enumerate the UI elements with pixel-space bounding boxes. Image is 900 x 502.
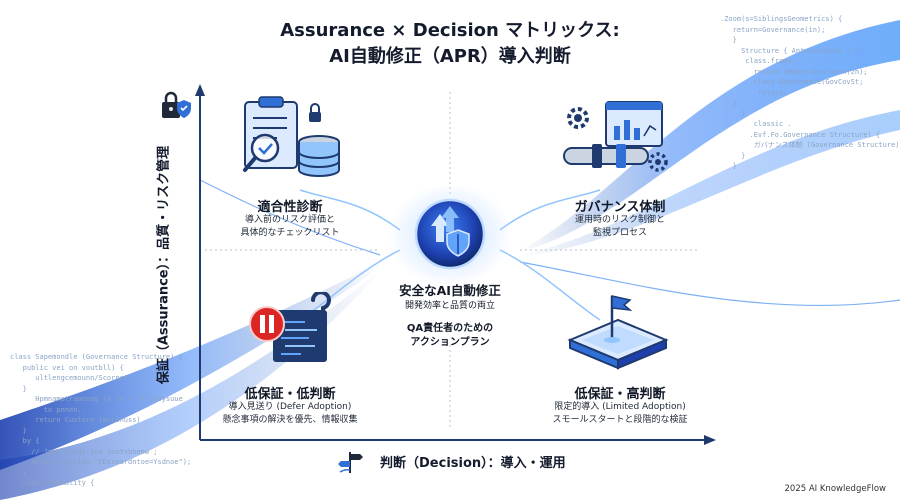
quadrant-bottom-right-line1: 限定的導入 (Limited Adoption) — [554, 402, 686, 412]
quadrant-top-left-line1: 導入前のリスク評価と — [244, 215, 335, 225]
quadrant-bottom-left-line1: 導入見送り (Defer Adoption) — [228, 402, 352, 412]
y-axis-label: 保証（Assurance）：品質・リスク管理 — [156, 145, 172, 385]
clipboard-magnifier-database-icon — [243, 96, 340, 177]
signpost-icon — [338, 452, 363, 473]
center-subtitle: 開発効率と品質の両立 — [404, 301, 495, 311]
quadrant-bottom-left-line2: 懸念事項の解決を優先、情報収集 — [222, 415, 358, 425]
title-line-1: Assurance × Decision マトリックス: — [280, 20, 620, 41]
background-code-left: class Sapemondle (Governance Structure) … — [10, 353, 192, 487]
background-code-right: .Zoom(s=SiblingsGeometrics) { return=Gov… — [720, 15, 900, 170]
pause-question-code-icon — [249, 292, 331, 362]
lock-shield-icon — [162, 91, 191, 118]
title-line-2: AI自動修正（APR）導入判断 — [329, 46, 571, 67]
quadrant-bottom-right-line2: スモールスタートと段階的な検証 — [552, 415, 688, 425]
shield-arrow-icon — [414, 198, 486, 270]
quadrant-top-left-title: 適合性診断 — [257, 200, 323, 215]
center-line-2: アクションプラン — [410, 337, 490, 348]
quadrant-top-left-line2: 具体的なチェックリスト — [240, 228, 340, 238]
footer-credit: 2025 AI KnowledgeFlow — [784, 484, 887, 494]
quadrant-top-right-line1: 運用時のリスク制御と — [574, 215, 665, 225]
quadrant-top-right-line2: 監視プロセス — [592, 228, 647, 238]
quadrant-top-right-title: ガバナンス体制 — [574, 200, 666, 215]
gear-pipeline-dashboard-icon — [563, 101, 668, 172]
flag-sandbox-icon — [567, 295, 669, 370]
quadrant-bottom-left-title: 低保証・低判断 — [244, 387, 336, 402]
quadrant-bottom-right-title: 低保証・高判断 — [574, 387, 666, 402]
center-title: 安全なAI自動修正 — [399, 283, 501, 298]
center-line-1: QA責任者のための — [406, 323, 494, 334]
x-axis-label: 判断（Decision）：導入・運用 — [380, 456, 566, 471]
